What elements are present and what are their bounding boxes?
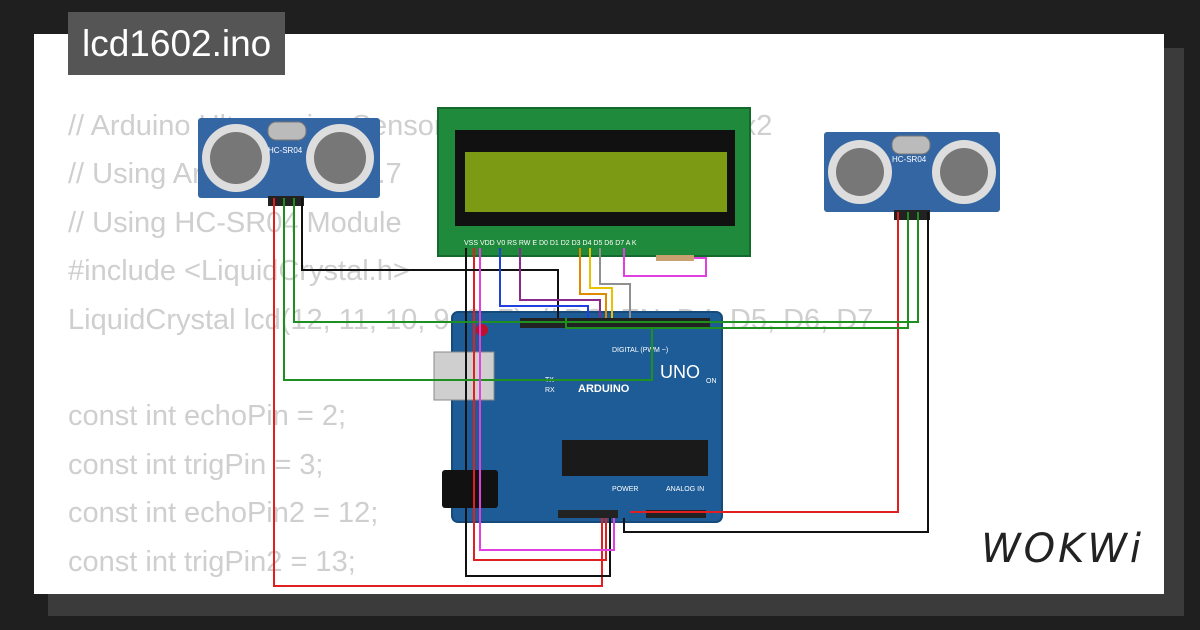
sensor-label: HC-SR04 [892, 155, 927, 164]
wire-green [565, 212, 909, 329]
wire-purple [519, 248, 601, 318]
analog-label: ANALOG IN [666, 486, 704, 493]
wire-gray [599, 248, 631, 318]
digital-label: DIGITAL (PWM ~) [612, 347, 668, 354]
wire-black [465, 248, 611, 577]
arduino-uno-board[interactable]: ARDUINO UNO DIGITAL (PWM ~) ON TX RX POW… [433, 311, 723, 523]
arduino-brand: ARDUINO [578, 383, 630, 395]
wire-green [293, 198, 919, 323]
arduino-model: UNO [660, 362, 700, 382]
wire-black [623, 212, 929, 533]
on-label: ON [706, 378, 717, 385]
sensor-label: HC-SR04 [268, 146, 303, 155]
wire-green [283, 198, 653, 381]
wire-magenta [623, 248, 707, 277]
code-line: const int echoPin2 = 12; [68, 497, 379, 530]
rx-label: RX [545, 387, 555, 394]
code-line: #include <LiquidCrystal.h> [68, 255, 410, 288]
lcd-module[interactable]: VSS VDD V0 RS RW E D0 D1 D2 D3 D4 D5 D6 … [437, 107, 751, 257]
code-line: const int trigPin2 = 13; [68, 545, 356, 578]
sketch-title: lcd1602.ino [68, 12, 286, 75]
wire-orange [579, 248, 607, 318]
power-label: POWER [612, 486, 638, 493]
ultrasonic-sensor-2[interactable]: HC-SR04 [824, 132, 1000, 220]
wire-yellow [589, 248, 613, 318]
wire-red [273, 198, 603, 587]
wires [273, 198, 929, 587]
lcd-pin-labels: VSS VDD V0 RS RW E D0 D1 D2 D3 D4 D5 D6 … [464, 240, 637, 247]
code-line: const int echoPin = 2; [68, 400, 347, 433]
code-line: // Using HC-SR04 Module [68, 206, 402, 239]
wokwi-logo: WOKWi [981, 526, 1144, 572]
wire-red [473, 248, 607, 561]
wire-blue [499, 248, 589, 318]
lcd-screen [465, 152, 727, 212]
wire-magenta [479, 248, 615, 551]
wire-red [630, 212, 899, 513]
ultrasonic-sensor-1[interactable]: HC-SR04 [198, 118, 380, 206]
code-line: const int trigPin = 3; [68, 448, 324, 481]
wire-black [301, 198, 559, 318]
